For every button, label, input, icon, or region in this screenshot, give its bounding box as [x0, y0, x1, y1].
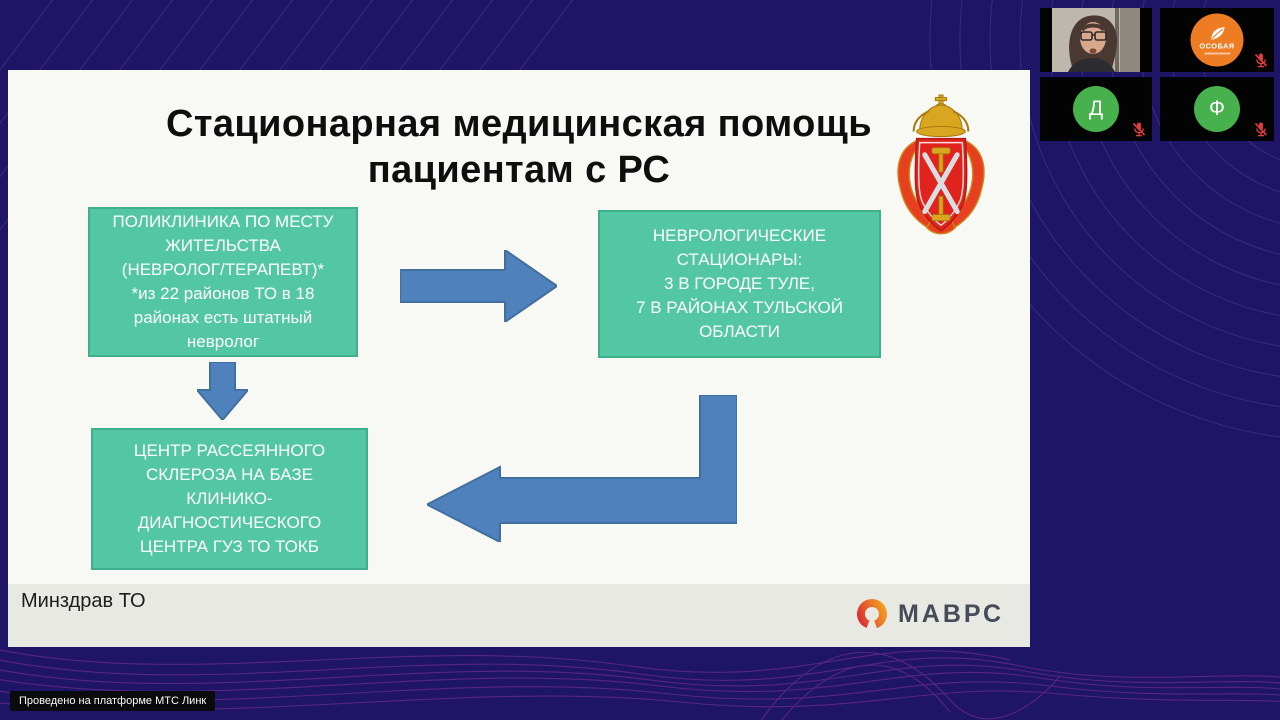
participant-tile-f[interactable]: Ф	[1160, 77, 1274, 141]
slide-footer-bar: Минздрав ТО МАВРС	[8, 584, 1030, 647]
tula-coat-of-arms-icon	[897, 94, 985, 235]
presentation-slide: Стационарная медицинская помощь пациента…	[8, 70, 1030, 647]
footer-org-label: Минздрав ТО	[21, 590, 146, 612]
participant-tile-d[interactable]: Д	[1040, 77, 1152, 141]
mic-muted-icon	[1254, 53, 1268, 68]
arrow-down-icon	[197, 362, 248, 420]
participant-tile-osobaya[interactable]: ОСОБАЯ	[1160, 8, 1274, 72]
avatar-initial-d: Д	[1073, 86, 1119, 132]
mavrs-logo-text: МАВРС	[897, 599, 1004, 628]
avatar-letter-d: Д	[1088, 97, 1104, 120]
arrow-elbow-left-icon	[427, 395, 737, 542]
flow-box-ms-center-text: ЦЕНТР РАССЕЯННОГО СКЛЕРОЗА НА БАЗЕ КЛИНИ…	[133, 440, 326, 557]
arrow-right-icon	[400, 250, 557, 322]
osobaya-logo-avatar: ОСОБАЯ	[1190, 13, 1244, 67]
mavrs-logo: МАВРС	[855, 597, 1004, 631]
leaf-icon	[1210, 27, 1225, 40]
webcam-video	[1052, 8, 1140, 72]
flow-box-neuro-hospitals: НЕВРОЛОГИЧЕСКИЕ СТАЦИОНАРЫ: 3 В ГОРОДЕ Т…	[598, 210, 881, 358]
flow-box-polyclinic: ПОЛИКЛИНИКА ПО МЕСТУ ЖИТЕЛЬСТВА (НЕВРОЛО…	[88, 207, 358, 357]
mic-muted-icon	[1132, 122, 1146, 137]
platform-badge: Проведено на платформе МТС Линк	[10, 691, 216, 711]
avatar-initial-f: Ф	[1194, 86, 1240, 132]
mavrs-ring-icon	[856, 599, 887, 629]
osobaya-subline	[1204, 52, 1230, 55]
osobaya-label: ОСОБАЯ	[1199, 41, 1235, 51]
flow-box-polyclinic-text: ПОЛИКЛИНИКА ПО МЕСТУ ЖИТЕЛЬСТВА (НЕВРОЛО…	[112, 211, 334, 352]
flow-box-ms-center: ЦЕНТР РАССЕЯННОГО СКЛЕРОЗА НА БАЗЕ КЛИНИ…	[91, 428, 368, 570]
mic-muted-icon	[1254, 122, 1268, 137]
flow-box-neuro-hospitals-text: НЕВРОЛОГИЧЕСКИЕ СТАЦИОНАРЫ: 3 В ГОРОДЕ Т…	[636, 225, 843, 342]
avatar-letter-f: Ф	[1209, 97, 1225, 120]
participant-tile-webcam[interactable]	[1040, 8, 1152, 72]
slide-title: Стационарная медицинская помощь пациента…	[166, 103, 872, 191]
